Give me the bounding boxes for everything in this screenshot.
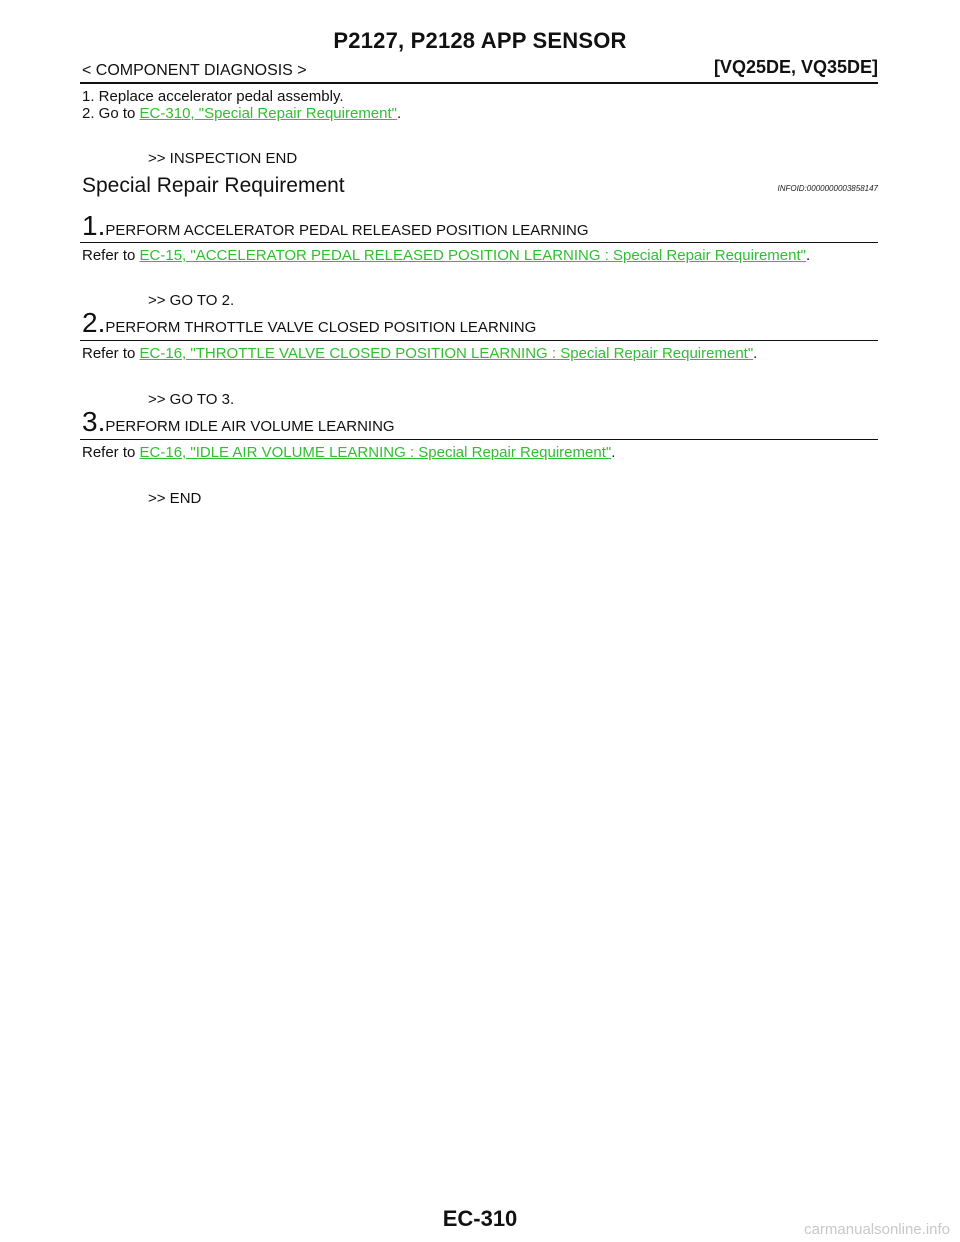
intro-item-1: 1. Replace accelerator pedal assembly.: [82, 88, 344, 105]
step-1-heading: 1.PERFORM ACCELERATOR PEDAL RELEASED POS…: [82, 210, 589, 242]
step-3-refer: Refer to EC-16, "IDLE AIR VOLUME LEARNIN…: [82, 444, 615, 462]
step-2-refer: Refer to EC-16, "THROTTLE VALVE CLOSED P…: [82, 345, 757, 363]
step-1-refer-prefix: Refer to: [82, 247, 140, 264]
step-3-number: 3.: [82, 406, 106, 437]
step-1-divider: [80, 242, 878, 243]
step-3-result: >> END: [148, 490, 202, 507]
step-1-refer-suffix: .: [805, 247, 811, 264]
step-2-number: 2.: [82, 307, 106, 338]
step-2-title: PERFORM THROTTLE VALVE CLOSED POSITION L…: [105, 319, 537, 336]
step-1-number: 1.: [82, 210, 106, 241]
intro-item-2-suffix: .: [397, 105, 402, 122]
page-title: P2127, P2128 APP SENSOR: [333, 28, 627, 53]
section-title: Special Repair Requirement: [82, 174, 345, 197]
step-1-refer: Refer to EC-15, "ACCELERATOR PEDAL RELEA…: [82, 247, 810, 265]
step-3-divider: [80, 439, 878, 440]
step-2-refer-suffix: .: [753, 345, 758, 362]
header-divider: [80, 82, 878, 84]
step-2-result: >> GO TO 3.: [148, 391, 235, 408]
step-1-title: PERFORM ACCELERATOR PEDAL RELEASED POSIT…: [105, 222, 589, 239]
link-accelerator-pedal-learning[interactable]: EC-15, "ACCELERATOR PEDAL RELEASED POSIT…: [139, 247, 806, 264]
info-id: INFOID:0000000003858147: [777, 184, 878, 193]
watermark: carmanualsonline.info: [804, 1221, 950, 1238]
step-3-heading: 3.PERFORM IDLE AIR VOLUME LEARNING: [82, 406, 395, 438]
intro-item-2-prefix: 2. Go to: [82, 105, 140, 122]
header-engine-label: [VQ25DE, VQ35DE]: [713, 57, 878, 77]
intro-item-2: 2. Go to EC-310, "Special Repair Require…: [82, 105, 401, 123]
link-idle-air-volume-learning[interactable]: EC-16, "IDLE AIR VOLUME LEARNING : Speci…: [139, 444, 612, 461]
step-2-divider: [80, 340, 878, 341]
page-code: EC-310: [442, 1206, 518, 1231]
intro-result: >> INSPECTION END: [148, 150, 298, 167]
step-1-result: >> GO TO 2.: [148, 292, 235, 309]
step-3-title: PERFORM IDLE AIR VOLUME LEARNING: [105, 418, 395, 435]
step-3-refer-prefix: Refer to: [82, 444, 140, 461]
step-2-heading: 2.PERFORM THROTTLE VALVE CLOSED POSITION…: [82, 307, 536, 339]
header-section-label: < COMPONENT DIAGNOSIS >: [82, 62, 307, 79]
link-throttle-valve-learning[interactable]: EC-16, "THROTTLE VALVE CLOSED POSITION L…: [139, 345, 754, 362]
link-special-repair-requirement[interactable]: EC-310, "Special Repair Requirement": [139, 105, 397, 122]
step-3-refer-suffix: .: [611, 444, 616, 461]
step-2-refer-prefix: Refer to: [82, 345, 140, 362]
